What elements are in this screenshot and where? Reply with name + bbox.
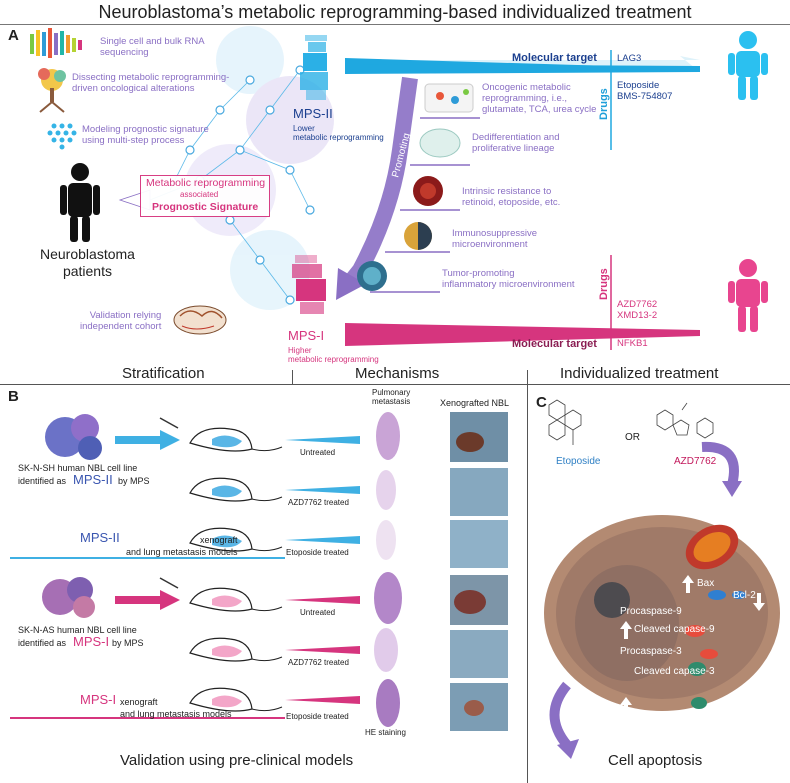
mechanism-metabolic: Oncogenic metabolic reprogramming, i.e.,… bbox=[482, 82, 597, 115]
network-dots-icon bbox=[47, 123, 77, 150]
header-treatment: Individualized treatment bbox=[560, 365, 719, 382]
lung-tissues bbox=[374, 412, 402, 727]
cell-line-1-mps: MPS-II bbox=[73, 472, 113, 487]
cell-line-1-suffix: by MPS bbox=[118, 476, 150, 486]
cell-cluster-sknas bbox=[42, 577, 95, 618]
mps2-label: MPS-II bbox=[293, 106, 333, 121]
drug-or: OR bbox=[625, 432, 640, 443]
mechanism-icons bbox=[357, 83, 474, 291]
signature-line2: associated bbox=[180, 190, 219, 199]
step-rna-seq: Single cell and bulk RNA sequencing bbox=[100, 36, 205, 58]
treatment-6: Etoposide treated bbox=[286, 712, 349, 721]
cell-line-2-mps: MPS-I bbox=[73, 634, 110, 649]
cell-line-2-suffix: by MPS bbox=[112, 638, 144, 648]
mechanism-immunosuppressive: Immunosuppressive microenvironment bbox=[452, 228, 538, 250]
blue-target-label: Molecular target bbox=[512, 52, 597, 64]
mps2-pixel-figure bbox=[300, 35, 328, 100]
mouse-row-1 bbox=[189, 427, 283, 452]
mechanism-dedifferentiation: Dedifferentiation and proliferative line… bbox=[472, 132, 560, 154]
treatment-3: Etoposide treated bbox=[286, 548, 349, 557]
cell-line-2-prefix: SK-N-AS human NBL cell line identified a… bbox=[18, 625, 137, 648]
treatment-5: AZD7762 treated bbox=[288, 658, 349, 667]
azd7762-structure-icon bbox=[656, 402, 714, 439]
treatment-arrows bbox=[285, 436, 360, 704]
sequencing-icon bbox=[30, 28, 82, 58]
mouse-row-4 bbox=[189, 587, 283, 612]
label-bcl2: Bcl-2 bbox=[733, 590, 756, 601]
mechanism-lines bbox=[370, 117, 480, 293]
title-divider bbox=[0, 24, 790, 25]
panel-c-label: C bbox=[536, 394, 547, 411]
drug-etoposide: Etoposide bbox=[556, 456, 601, 467]
blue-drugs-value: Etoposide BMS-754807 bbox=[617, 80, 673, 102]
label-cleaved3: Cleaved capase-3 bbox=[634, 666, 715, 677]
header-stratification: Stratification bbox=[122, 365, 205, 382]
patients-label: Neuroblastoma patients bbox=[40, 246, 135, 279]
label-procaspase3: Procaspase-3 bbox=[620, 646, 682, 657]
blue-drugs-label: Drugs bbox=[598, 88, 610, 120]
mouse-brain-icon bbox=[173, 305, 227, 335]
model-2-mps: MPS-I bbox=[80, 692, 117, 707]
validation-label: Validation relying independent cohort bbox=[80, 310, 162, 332]
label-bax: Bax bbox=[697, 578, 715, 589]
blue-target-value: LAG3 bbox=[617, 53, 642, 64]
panel-c-graphics bbox=[544, 399, 780, 759]
step-dissecting: Dissecting metabolic reprogramming- driv… bbox=[72, 72, 230, 94]
mitochondrion-icon bbox=[685, 524, 739, 570]
pink-person-icon bbox=[728, 259, 768, 332]
etoposide-structure-icon bbox=[548, 399, 582, 445]
signature-line3: Prognostic Signature bbox=[152, 201, 259, 213]
signature-box bbox=[140, 175, 270, 217]
model-1-mps: MPS-II bbox=[80, 530, 120, 545]
mps2-sub: Lower metabolic reprogramming bbox=[293, 124, 384, 142]
treatment-2: AZD7762 treated bbox=[288, 498, 349, 507]
mouse-row-5 bbox=[189, 637, 283, 662]
divider-line-1 bbox=[292, 370, 293, 384]
mouse-row-6 bbox=[189, 687, 283, 712]
model-1-text: xenograft and lung metastasis models bbox=[126, 535, 238, 557]
cell-line-1-prefix: SK-N-SH human NBL cell line identified a… bbox=[18, 463, 138, 486]
panel-a-label: A bbox=[8, 27, 19, 44]
pink-target-label: Molecular target bbox=[512, 338, 597, 350]
model-2-text: xenograft and lung metastasis models bbox=[120, 697, 232, 719]
col-pulmonary: Pulmonary metastasis bbox=[372, 388, 411, 406]
he-staining: HE staining bbox=[365, 728, 406, 737]
mps1-sub: Higher metabolic reprogramming bbox=[288, 346, 379, 364]
mps1-pixel-figure bbox=[292, 255, 326, 314]
syringe-icon-2 bbox=[159, 577, 179, 589]
xenograft-photos bbox=[450, 412, 508, 731]
mechanism-inflammatory: Tumor-promoting inflammatory microenviro… bbox=[442, 268, 575, 290]
treatment-1: Untreated bbox=[300, 448, 336, 457]
label-procaspase9: Procaspase-9 bbox=[620, 606, 682, 617]
pink-drugs-label: Drugs bbox=[598, 268, 610, 300]
col-xeno: Xenografted NBL bbox=[440, 398, 510, 408]
panel-a-graphics: Promoting bbox=[30, 26, 768, 350]
syringe-icon-1 bbox=[159, 417, 179, 429]
treatment-4: Untreated bbox=[300, 608, 336, 617]
label-cleaved9: Cleaved capase-9 bbox=[634, 624, 715, 635]
blue-person-icon bbox=[728, 31, 768, 100]
step-modeling: Modeling prognostic signature using mult… bbox=[82, 124, 209, 146]
patient-silhouette-icon bbox=[60, 163, 100, 242]
page-title: Neuroblastoma’s metabolic reprogramming-… bbox=[98, 2, 692, 22]
mouse-row-2 bbox=[189, 477, 283, 502]
drug-azd7762: AZD7762 bbox=[674, 456, 717, 467]
tree-icon bbox=[38, 68, 66, 113]
panel-b-graphics bbox=[10, 412, 508, 731]
down-arrow-icon bbox=[753, 593, 765, 611]
pink-target-value: NFKB1 bbox=[617, 338, 648, 349]
divider-line-2 bbox=[527, 370, 528, 783]
signature-line1: Metabolic reprogramming bbox=[146, 177, 266, 189]
header-mechanisms: Mechanisms bbox=[355, 365, 440, 382]
panel-c-footer: Cell apoptosis bbox=[608, 752, 703, 769]
mechanism-resistance: Intrinsic resistance to retinoid, etopos… bbox=[462, 186, 561, 208]
pink-drugs-value: AZD7762 XMD13-2 bbox=[617, 299, 658, 321]
section-divider bbox=[0, 384, 790, 385]
panel-b-label: B bbox=[8, 388, 19, 405]
mps1-label: MPS-I bbox=[288, 328, 325, 343]
panel-b-footer: Validation using pre-clinical models bbox=[120, 752, 354, 769]
cell-cluster-sknsh bbox=[45, 414, 102, 460]
mouse-row-3 bbox=[189, 527, 283, 552]
up-arrow-icons bbox=[620, 575, 694, 715]
